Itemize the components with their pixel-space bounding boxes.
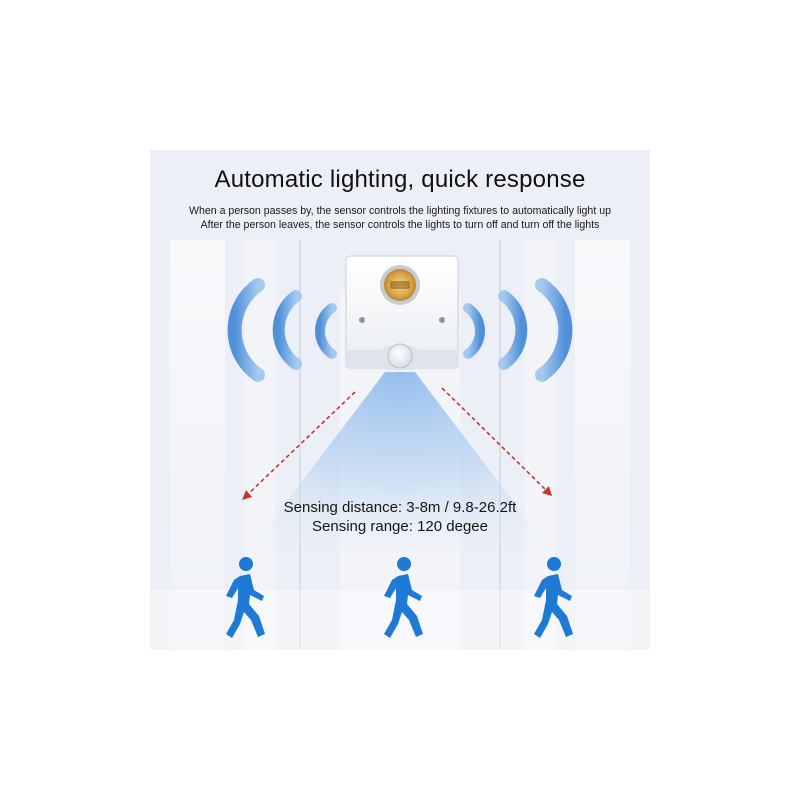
signal-waves-right xyxy=(463,278,573,382)
person-right-icon xyxy=(534,557,573,638)
description-line-2: After the person leaves, the sensor cont… xyxy=(200,219,600,231)
person-center-icon xyxy=(384,557,423,638)
detection-arrows xyxy=(242,387,552,500)
hallway-background xyxy=(150,150,650,650)
headline: Automatic lighting, quick response xyxy=(214,166,586,193)
detection-beam xyxy=(250,372,550,550)
description-line-1: When a person passes by, the sensor cont… xyxy=(188,205,611,217)
sensing-range-label: Sensing range: 120 degee xyxy=(312,518,488,535)
person-left-icon xyxy=(226,557,265,638)
signal-waves-left xyxy=(227,278,337,382)
sensing-distance-label: Sensing distance: 3-8m / 9.8-26.2ft xyxy=(283,499,517,516)
product-illustration: Automatic lighting, quick response When … xyxy=(150,150,650,650)
sensor-lamp-holder xyxy=(345,255,459,370)
pir-lens xyxy=(387,343,413,369)
